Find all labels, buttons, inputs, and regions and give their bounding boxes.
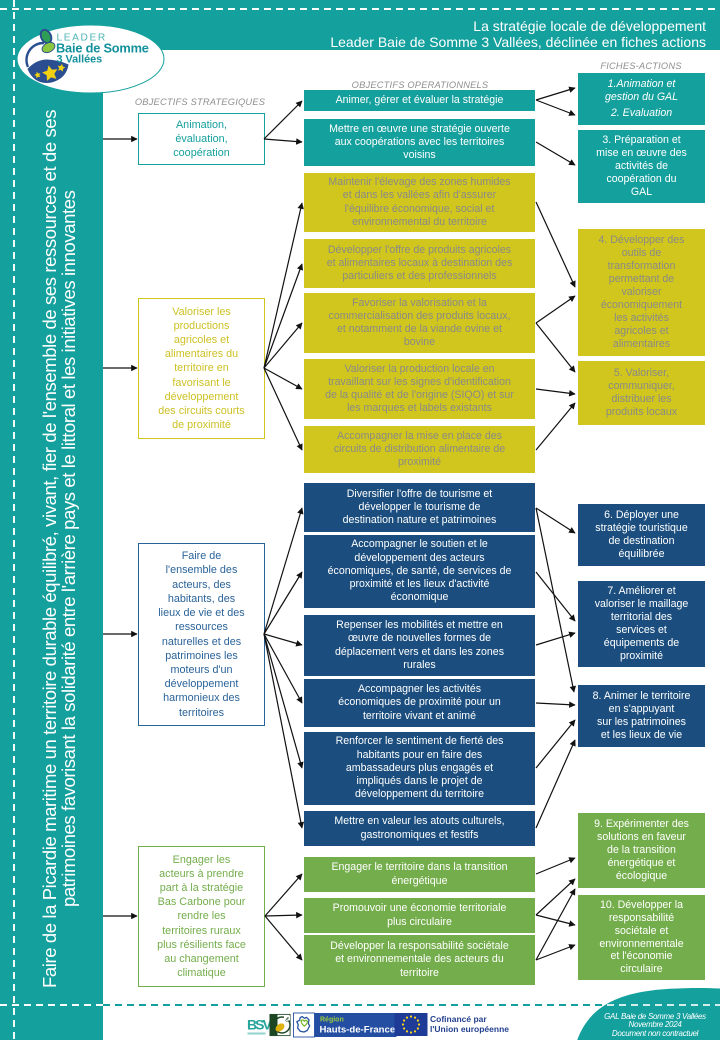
svg-text:BSV: BSV xyxy=(247,1017,272,1033)
svg-text:Région: Région xyxy=(320,1017,344,1024)
svg-text:Cofinancé par: Cofinancé par xyxy=(430,1014,487,1024)
svg-text:Baie de Somme: Baie de Somme xyxy=(56,41,149,56)
svg-text:3 Vallées: 3 Vallées xyxy=(57,54,103,66)
svg-text:Hauts-de-France: Hauts-de-France xyxy=(320,1025,396,1036)
svg-text:l'Union européenne: l'Union européenne xyxy=(430,1024,509,1034)
svg-text:LEADER: LEADER xyxy=(57,33,107,44)
